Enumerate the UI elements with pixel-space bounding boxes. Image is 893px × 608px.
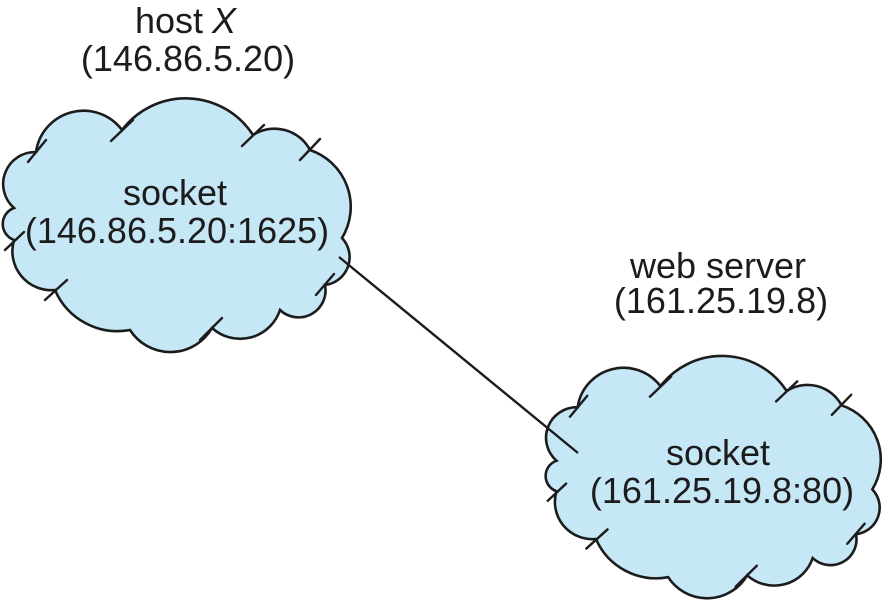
- host-socket-address: (146.86.5.20:1625): [25, 210, 329, 251]
- host-name-variable: X: [211, 0, 238, 41]
- web-server-socket-address: (161.25.19.8:80): [590, 470, 854, 511]
- socket-connection-line: [338, 256, 579, 454]
- host-ip-label: (146.86.5.20): [81, 38, 295, 79]
- web-server-name-label: web server: [629, 245, 806, 286]
- host-socket-label: socket: [123, 172, 227, 213]
- host-name-label: host: [135, 0, 203, 41]
- web-server-ip-label: (161.25.19.8): [614, 280, 828, 321]
- web-server-socket-label: socket: [666, 432, 770, 473]
